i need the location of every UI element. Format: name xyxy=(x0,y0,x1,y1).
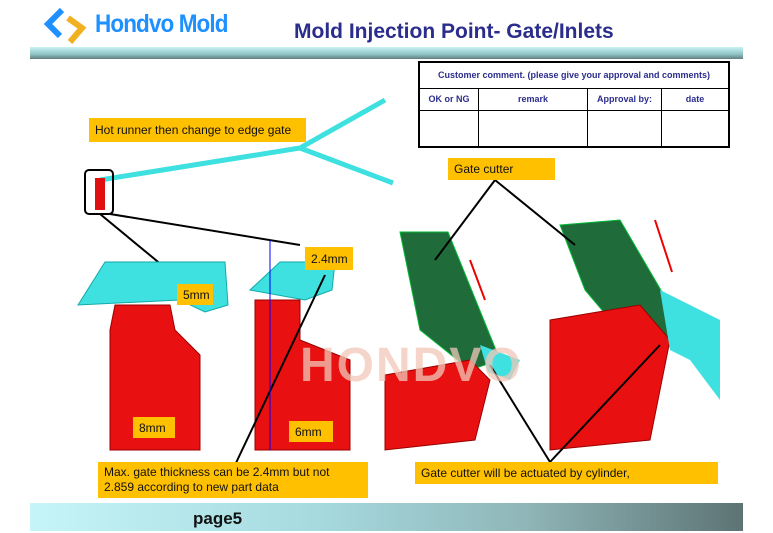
max-gate-note: Max. gate thickness can be 2.4mm but not… xyxy=(98,462,368,498)
approval-cell[interactable] xyxy=(587,109,662,148)
logo-icon xyxy=(44,7,87,44)
logo-text: Hondvo Mold xyxy=(95,10,228,38)
table-caption: Customer comment. (please give your appr… xyxy=(418,61,730,89)
header-bar xyxy=(30,47,743,59)
footer-bar xyxy=(30,503,743,531)
dim-8-label: 8mm xyxy=(133,417,175,438)
dim-5-label: 5mm xyxy=(177,284,213,305)
remark-cell[interactable] xyxy=(478,109,588,148)
approval-table: Customer comment. (please give your appr… xyxy=(418,61,730,148)
page-number: page5 xyxy=(193,509,243,528)
dim-2-4-label: 2.4mm xyxy=(305,247,353,270)
hot-runner-label: Hot runner then change to edge gate xyxy=(89,118,306,142)
date-cell[interactable] xyxy=(661,109,730,148)
dim-6-label: 6mm xyxy=(289,421,333,442)
gate-cutter-label: Gate cutter xyxy=(448,158,555,180)
runner-part xyxy=(99,97,394,186)
ok-ng-cell[interactable] xyxy=(418,109,479,148)
page-title: Mold Injection Point- Gate/Inlets xyxy=(294,20,614,43)
cutter-actuated-note: Gate cutter will be actuated by cylinder… xyxy=(415,462,718,484)
